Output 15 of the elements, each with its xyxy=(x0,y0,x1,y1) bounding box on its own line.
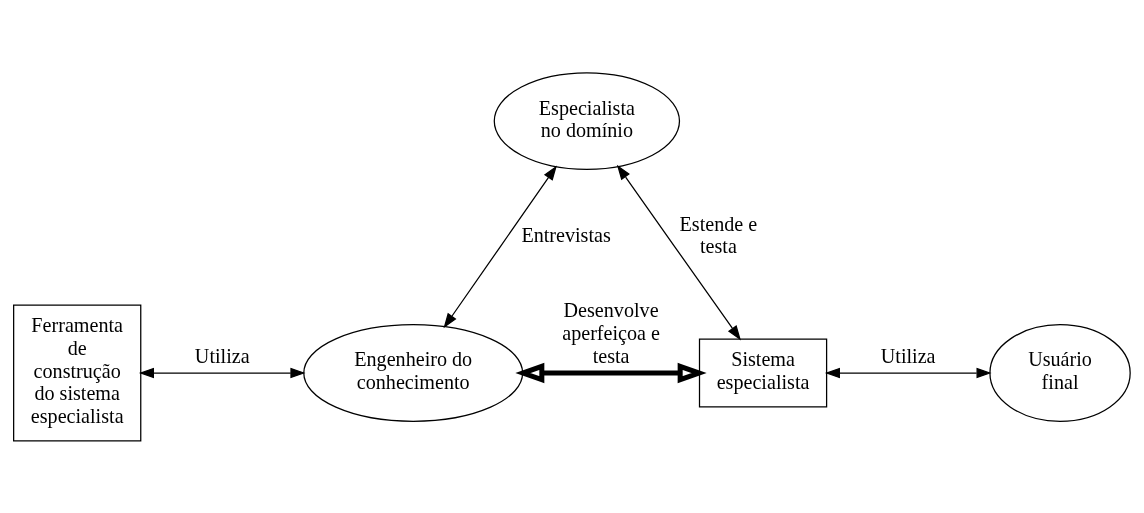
node-box: Sistema especialista xyxy=(698,337,828,408)
arrow xyxy=(824,367,992,378)
edge-label: Desenvolve aperfeiçoa e testa xyxy=(562,298,660,367)
node-ellipse: Engenheiro do conhecimento xyxy=(303,323,524,422)
edge-label: Estende e testa xyxy=(679,212,758,257)
edge-label: Utiliza xyxy=(880,344,936,367)
node-ellipse: Especialista no domínio xyxy=(493,71,681,170)
arrow xyxy=(138,367,306,378)
arrow xyxy=(515,362,707,383)
edge-label: Entrevistas xyxy=(521,223,611,246)
node-ellipse: Usuário final xyxy=(989,323,1131,422)
node-box: Ferramenta de construção do sistema especialista xyxy=(13,303,142,442)
edge-label: Utiliza xyxy=(194,344,250,367)
arrow xyxy=(616,164,741,340)
arrow xyxy=(443,164,557,328)
